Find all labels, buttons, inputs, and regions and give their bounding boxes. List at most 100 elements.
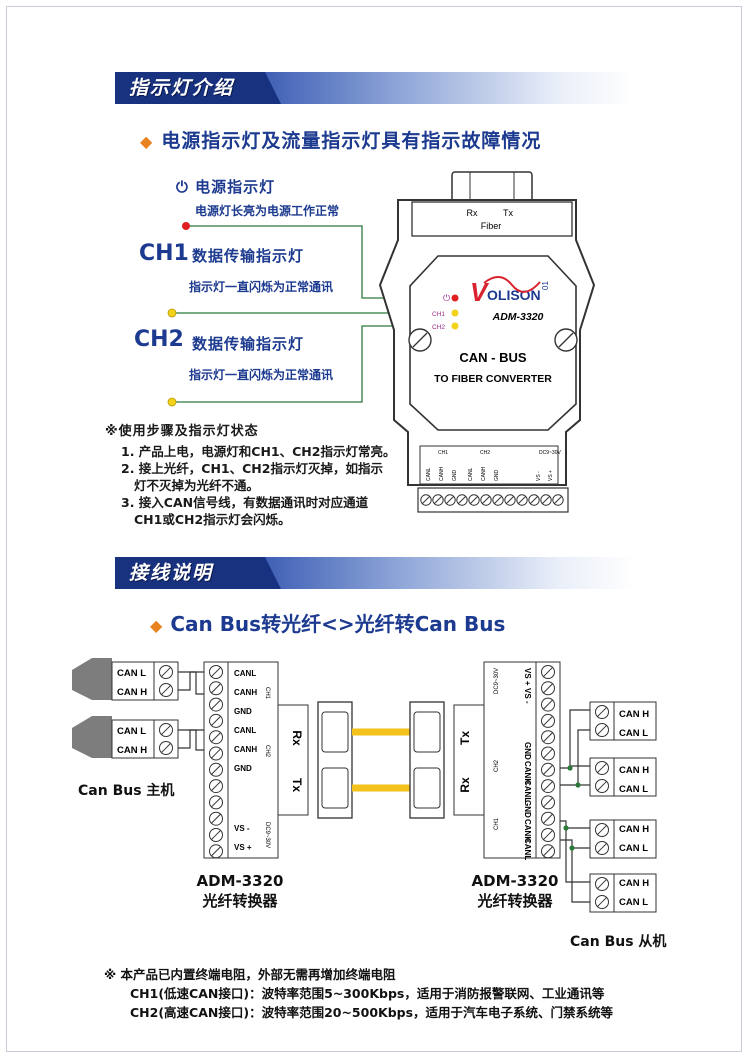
svg-text:GND: GND: [494, 470, 500, 482]
fiber-port-panel: [411, 201, 573, 237]
svg-text:Rx: Rx: [290, 730, 304, 746]
ch2-led: [451, 322, 459, 330]
svg-text:CANL: CANL: [234, 669, 256, 678]
svg-text:CANL: CANL: [523, 838, 532, 860]
svg-text:CH1: CH1: [264, 687, 270, 700]
left-terminal-labels: CANL CANH GND CANL CANH GND VS - VS +: [234, 669, 257, 852]
section2-heading: ◆ Can Bus转光纤<>光纤转Can Bus: [150, 608, 505, 637]
right-terminal-labels: VS + VS - GND CANH CANL GND CANH CANL: [523, 668, 532, 860]
svg-text:Tx: Tx: [458, 731, 472, 745]
slave-label: Can Bus 从机: [570, 934, 667, 950]
master-plug-2: [72, 716, 112, 758]
step-line: 2. 接上光纤，CH1、CH2指示灯灭掉，如指示: [121, 461, 383, 476]
svg-text:DC9~30V: DC9~30V: [494, 668, 500, 694]
svg-text:DC9~30V: DC9~30V: [264, 822, 270, 848]
power-led-dot: [182, 222, 190, 230]
svg-text:CAN L: CAN L: [619, 728, 648, 739]
power-indicator-title: ⏻ 电源指示灯: [176, 178, 276, 196]
right-terminal-label-panel: [483, 661, 537, 859]
device-face: [409, 255, 577, 431]
power-led: [451, 294, 459, 302]
ch2-title: 数据传输指示灯: [192, 335, 305, 353]
brand-v: V: [470, 277, 490, 307]
section-banner-indicators: 指示灯介绍: [115, 72, 635, 104]
svg-text:CAN L: CAN L: [619, 784, 648, 795]
banner-title: 指示灯介绍: [115, 72, 281, 104]
svg-text:CH1: CH1: [438, 450, 448, 456]
svg-text:CAN L: CAN L: [619, 897, 648, 908]
svg-text:GND: GND: [234, 707, 252, 716]
svg-text:VS -: VS -: [523, 688, 532, 704]
ch2-label: CH2: [134, 327, 184, 352]
svg-text:CAN H: CAN H: [619, 765, 649, 776]
section-banner-wiring: 接线说明: [115, 557, 635, 589]
svg-text:CH2: CH2: [494, 759, 500, 772]
svg-text:Tx: Tx: [290, 778, 304, 792]
fiber-text: Fiber: [481, 221, 502, 231]
footer-ch2: CH2(高速CAN接口)：波特率范围20~500Kbps，适用于汽车电子系统、门…: [130, 1005, 614, 1020]
svg-text:CANH: CANH: [439, 466, 445, 481]
device-diagram: Rx Tx Fiber V OLISON 01 ADM-3320 ⏻ CH1 C…: [167, 171, 596, 513]
svg-text:CAN H: CAN H: [619, 709, 649, 720]
svg-text:CH2: CH2: [480, 450, 490, 456]
device-terminal-labels: CANL CANH GND CANL CANH GND VS - VS +: [426, 466, 554, 481]
led-ch2-label: CH2: [432, 324, 445, 331]
svg-text:VS +: VS +: [234, 843, 252, 852]
master-plug-1: [72, 658, 112, 700]
fiber-connector: [451, 171, 533, 203]
brand-num: 01: [541, 281, 550, 290]
svg-text:CAN H: CAN H: [619, 878, 649, 889]
svg-text:CANL: CANL: [468, 467, 474, 481]
diamond-icon: ◆: [140, 132, 154, 151]
svg-text:GND: GND: [452, 470, 458, 482]
terminal-label-panel: [419, 445, 559, 485]
product-name2: TO FIBER CONVERTER: [434, 373, 552, 385]
svg-text:CH1: CH1: [494, 817, 500, 830]
power-icon: ⏻: [176, 178, 189, 196]
svg-text:CANH: CANH: [481, 466, 487, 481]
svg-text:VS +: VS +: [523, 668, 532, 686]
ch1-desc: 指示灯一直闪烁为正常通讯: [189, 280, 334, 294]
ch2-led-dot: [167, 397, 177, 407]
ch1-led-dot: [167, 308, 177, 318]
footer-note: ※ 本产品已内置终端电阻，外部无需再增加终端电阻 CH1(低速CAN接口)：波特…: [104, 965, 614, 1022]
footer-ch1: CH1(低速CAN接口)：波特率范围5~300Kbps，适用于消防报警联网、工业…: [130, 986, 605, 1001]
step-line: 1. 产品上电，电源灯和CH1、CH2指示灯常亮。: [121, 444, 396, 459]
svg-text:CANH: CANH: [523, 819, 532, 842]
svg-text:VS -: VS -: [234, 824, 250, 833]
svg-text:CANL: CANL: [426, 467, 432, 481]
svg-text:GND: GND: [234, 764, 252, 773]
left-fiber-panel: [277, 704, 309, 816]
steps-title: ※使用步骤及指示灯状态: [105, 424, 259, 439]
svg-text:CAN L: CAN L: [117, 668, 146, 679]
heading-text: Can Bus转光纤<>光纤转Can Bus: [170, 612, 506, 636]
svg-text:VS +: VS +: [548, 470, 554, 481]
svg-text:Rx: Rx: [458, 777, 472, 793]
ch1-led: [451, 309, 459, 317]
svg-text:CANL: CANL: [523, 780, 532, 802]
svg-text:GND: GND: [523, 742, 532, 760]
diamond-icon: ◆: [150, 616, 163, 635]
fiber-rx-text: Rx: [467, 208, 478, 218]
usage-steps: ※使用步骤及指示灯状态 1. 产品上电，电源灯和CH1、CH2指示灯常亮。 2.…: [105, 423, 395, 528]
svg-text:GND: GND: [523, 800, 532, 818]
svg-text:CAN L: CAN L: [117, 726, 146, 737]
svg-text:CAN L: CAN L: [619, 843, 648, 854]
section1-heading: ◆电源指示灯及流量指示灯具有指示故障情况: [140, 126, 541, 153]
page-frame: [6, 6, 742, 1052]
ch2-desc: 指示灯一直闪烁为正常通讯: [189, 368, 334, 382]
right-fiber-panel: [453, 704, 485, 816]
master-label: Can Bus 主机: [78, 783, 175, 799]
svg-text:CH2: CH2: [264, 745, 270, 758]
product-name1: CAN - BUS: [459, 350, 526, 365]
svg-text:CANH: CANH: [234, 745, 257, 754]
svg-text:CAN H: CAN H: [619, 824, 649, 835]
power-icon-led: ⏻: [443, 293, 450, 303]
ch1-label: CH1: [139, 241, 189, 266]
model-text: ADM-3320: [492, 311, 544, 323]
svg-text:CANH: CANH: [234, 688, 257, 697]
svg-text:CAN H: CAN H: [117, 745, 147, 756]
svg-text:CAN H: CAN H: [117, 687, 147, 698]
